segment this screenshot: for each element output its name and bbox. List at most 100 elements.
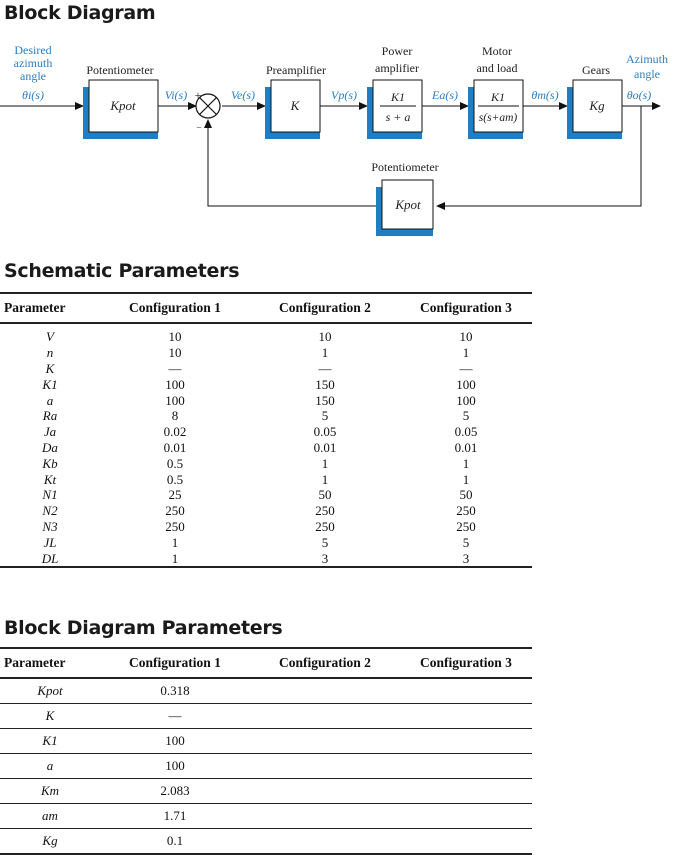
config-3-cell: 50 [459,487,473,503]
config-2-cell: 3 [321,550,329,566]
config-1-cell: 0.5 [166,455,184,471]
feedback-line-left [204,119,379,207]
power-amp-numerator: K1 [390,90,405,104]
config-2-cell [250,729,400,754]
config-2-cell: 50 [318,487,332,503]
parameter-cell: Km [40,783,60,798]
gears-label: Gears [582,63,610,77]
parameter-cell: K [45,708,55,723]
header-parameter: Parameter [4,300,66,315]
parameter-cell: a [46,758,54,773]
config-1-cell: 0.02 [163,424,187,440]
block-diagram: Desired azimuth angle θi(s) Potentiomete… [0,43,668,236]
config-2-cell: 250 [315,503,335,519]
ve-signal-label: Ve(s) [231,88,255,102]
output-label-line-1: Azimuth [626,52,668,66]
header-config-2: Configuration 2 [279,655,371,670]
config-1-cell: 8 [171,408,179,424]
config-2-cell: 1 [321,345,329,361]
preamplifier-label: Preamplifier [266,63,326,77]
vp-signal-label: Vp(s) [331,88,357,102]
power-amp-label-line-1: Power [382,44,413,58]
parameter-cell: K1 [42,376,58,392]
config-1-cell: 25 [168,487,182,503]
header-config-1: Configuration 1 [129,655,221,670]
vi-signal-label: Vi(s) [165,88,187,102]
config-1-cell: — [168,708,182,723]
parameter-cell: V [46,329,54,345]
config-1-cell: 100 [165,392,185,408]
motor-denominator: s(s+am) [479,112,518,124]
input-signal-label: θi(s) [22,88,44,102]
potentiometer-label: Potentiometer [86,63,153,77]
config-2-cell: 5 [321,408,329,424]
input-label-line-1: Desired [14,43,51,57]
table-row: K——— [0,361,532,377]
feedback-gain: Kpot [394,197,421,212]
config-2-cell [250,754,400,779]
config-1-cell: 100 [165,733,185,748]
config-3-cell: 10 [459,329,473,345]
parameter-cell: K1 [42,733,58,748]
config-2-cell [250,829,400,855]
config-1-cell: 1 [171,534,179,550]
table-header-row: Parameter Configuration 1 Configuration … [0,293,532,323]
config-3-cell: 1 [462,471,470,487]
config-2-cell: 5 [321,534,329,550]
motor-numerator: K1 [490,90,505,104]
minus-sign: – [196,122,202,132]
parameter-cell: Kg [42,833,58,848]
potentiometer-gain: Kpot [109,98,136,113]
config-1-cell: 0.1 [166,833,184,848]
motor-label-line-2: and load [477,61,518,75]
config-3-cell [400,829,532,855]
config-1-cell: 2.083 [160,783,190,798]
output-signal-label: θo(s) [627,88,652,102]
config-3-cell [400,678,532,704]
config-3-cell [400,804,532,829]
config-2-cell: 250 [315,518,335,534]
header-config-2: Configuration 2 [279,300,371,315]
schematic-parameters-table: Parameter Configuration 1 Configuration … [0,292,532,568]
parameter-cell: am [42,808,58,823]
parameter-cell: DL [41,550,59,566]
header-config-3: Configuration 3 [420,655,512,670]
plus-sign: + [195,88,202,102]
schematic-heading: Schematic Parameters [4,260,240,282]
config-1-cell: 250 [165,518,185,534]
parameter-cell: N2 [42,503,58,519]
config-1-cell: 100 [165,758,185,773]
theta-m-signal-label: θm(s) [531,88,558,102]
config-2-cell [250,678,400,704]
config-2-cell: — [318,360,332,376]
config-3-cell: 100 [456,376,476,392]
config-2-cell: 10 [318,329,332,345]
table-row: K— [0,704,532,729]
config-2-cell: 0.01 [313,439,337,455]
config-1-cell: 1.71 [163,808,187,823]
signal-lines [0,102,661,210]
config-1-cell: 0.5 [166,471,184,487]
feedback-label: Potentiometer [371,160,438,174]
parameter-cell: Kb [42,455,58,471]
input-label-line-3: angle [20,69,46,83]
config-2-cell: 150 [315,376,335,392]
config-3-cell: 1 [462,345,470,361]
block-diagram-parameters-table: Parameter Configuration 1 Configuration … [0,647,532,855]
config-3-cell [400,704,532,729]
config-3-cell: 250 [456,518,476,534]
config-2-cell: 150 [315,392,335,408]
parameter-cell: Kpot [37,683,63,698]
config-1-cell: 1 [171,550,179,566]
